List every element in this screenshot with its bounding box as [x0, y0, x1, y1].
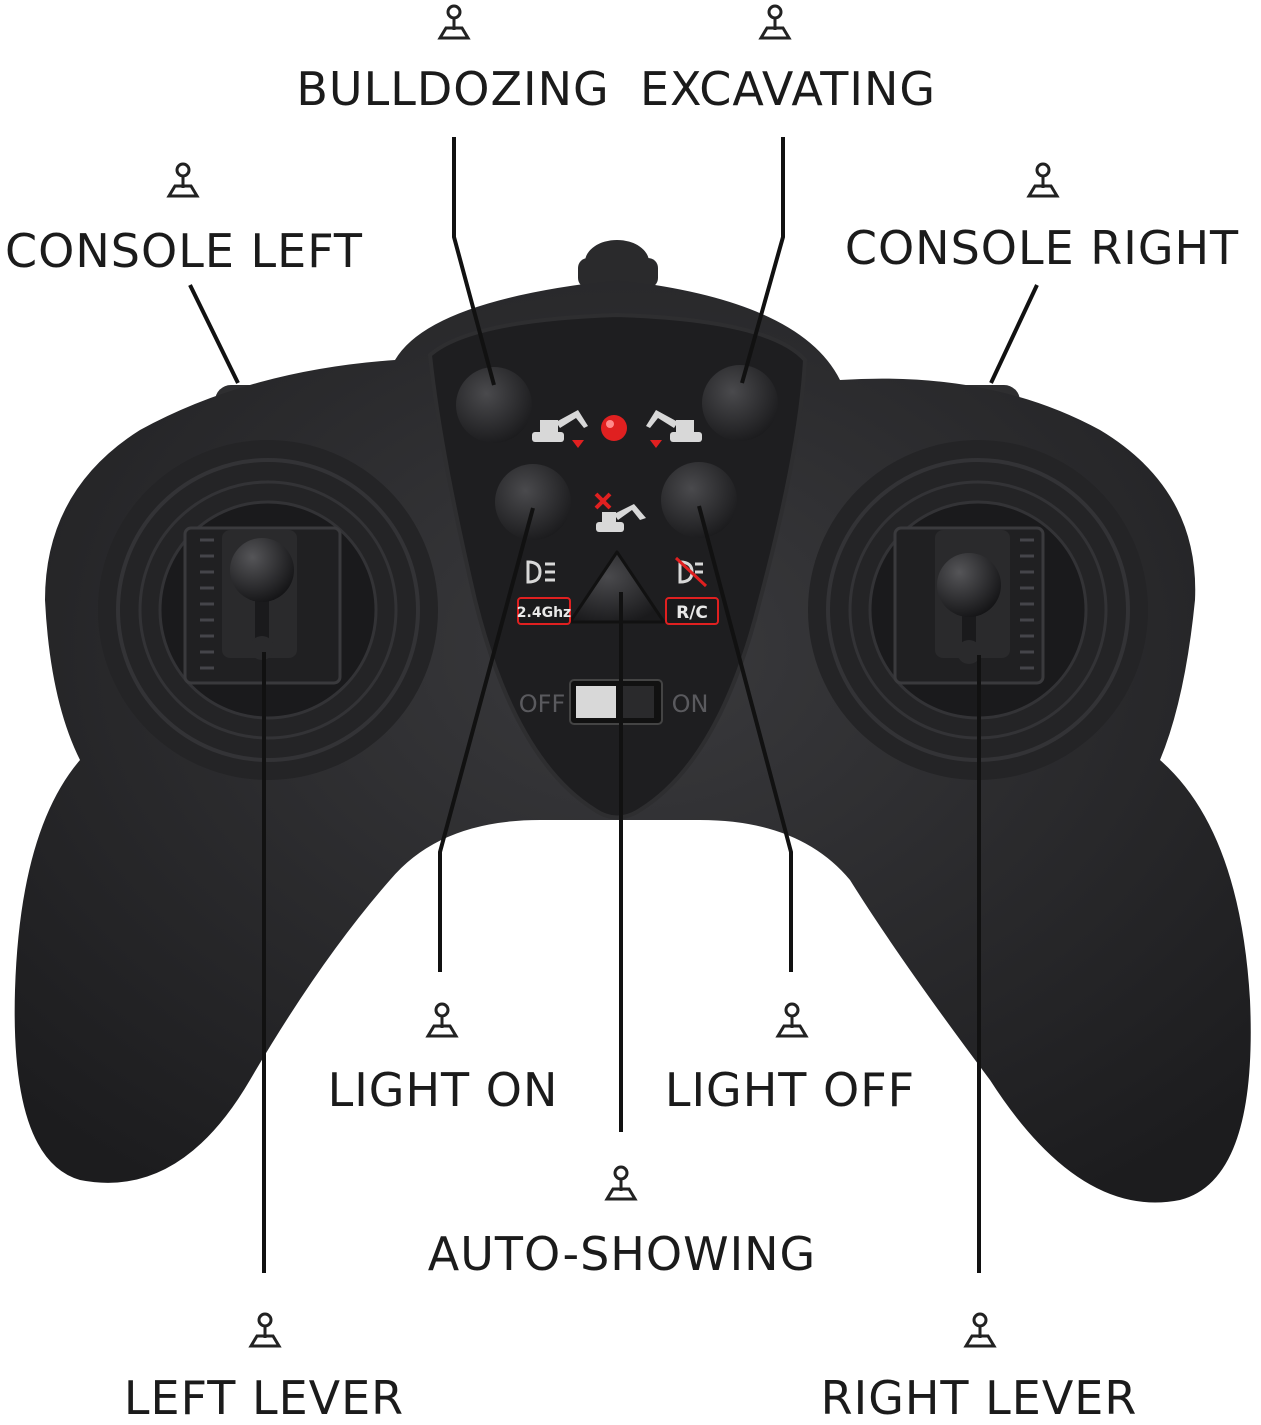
joystick-icon	[758, 4, 792, 40]
joystick-icon	[775, 1002, 809, 1038]
power-switch[interactable]	[569, 679, 663, 725]
excavator-right-icon	[646, 410, 702, 442]
joystick-icon	[1026, 162, 1060, 198]
label-excavating: EXCAVATING	[639, 62, 937, 116]
rc-badge-text: R/C	[676, 603, 708, 623]
label-auto-showing: AUTO-SHOWING	[427, 1227, 817, 1281]
label-left-lever: LEFT LEVER	[123, 1371, 405, 1425]
auto-showing-icon	[594, 492, 646, 532]
bulldozing-button[interactable]	[456, 367, 532, 443]
excavator-left-icon	[532, 410, 588, 442]
label-light-on: LIGHT ON	[327, 1063, 559, 1117]
joystick-icon	[437, 4, 471, 40]
antenna-nub	[578, 240, 658, 288]
left-lever[interactable]	[230, 538, 294, 660]
power-led	[601, 415, 627, 441]
switch-off-label: OFF	[519, 690, 566, 718]
leader-lines	[188, 137, 1039, 1273]
label-console-left: CONSOLE LEFT	[5, 224, 363, 278]
label-right-lever: RIGHT LEVER	[820, 1371, 1138, 1425]
leader-line-excavating	[740, 137, 785, 384]
leader-line-bulldozing	[452, 137, 496, 386]
auto-showing-button[interactable]	[568, 550, 666, 624]
label-light-off: LIGHT OFF	[664, 1063, 916, 1117]
headlight-off-icon	[674, 556, 708, 588]
down-arrow-right-icon	[650, 440, 662, 448]
joystick-icon	[166, 162, 200, 198]
label-bulldozing: BULLDOZING	[296, 62, 610, 116]
joystick-icon	[248, 1312, 282, 1348]
leader-line-light-on	[438, 507, 535, 972]
joystick-icon	[604, 1165, 638, 1201]
leader-line-console-left	[188, 284, 240, 384]
frequency-badge-text: 2.4Ghz	[517, 605, 571, 621]
frequency-badge	[517, 597, 571, 625]
light-on-button[interactable]	[495, 464, 571, 540]
joystick-icon	[963, 1312, 997, 1348]
right-lever[interactable]	[937, 553, 1001, 664]
label-console-right: CONSOLE RIGHT	[844, 221, 1240, 275]
switch-on-label: ON	[672, 690, 709, 718]
leader-line-console-right	[989, 284, 1039, 384]
down-arrow-left-icon	[572, 440, 584, 448]
excavating-button[interactable]	[702, 365, 778, 441]
leader-line-light-off	[697, 505, 793, 972]
headlight-on-icon	[526, 560, 555, 584]
joystick-icon	[425, 1002, 459, 1038]
rc-badge	[665, 597, 719, 625]
light-off-button[interactable]	[661, 462, 737, 538]
